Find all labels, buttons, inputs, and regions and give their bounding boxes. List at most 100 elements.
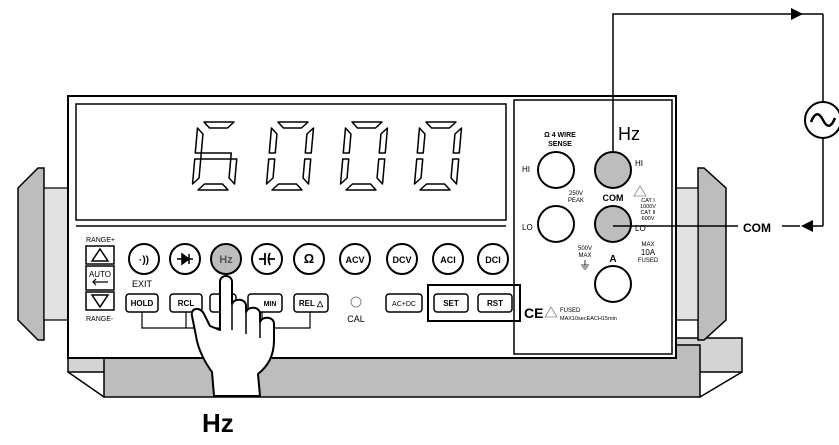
cat-ii-label: CAT II bbox=[640, 210, 656, 216]
sense-hi-terminal[interactable] bbox=[537, 151, 575, 189]
arrow-left-icon bbox=[92, 278, 108, 286]
fused-label: FUSED bbox=[560, 308, 581, 314]
segment-f bbox=[342, 127, 352, 154]
segment-a bbox=[203, 121, 235, 129]
acv-key-face[interactable] bbox=[339, 243, 371, 275]
segment-d bbox=[419, 183, 451, 191]
rst-button[interactable] bbox=[477, 293, 513, 313]
hold-label: HOLD bbox=[131, 299, 154, 308]
ohm-key[interactable]: Ω bbox=[293, 243, 325, 275]
cal-button[interactable] bbox=[350, 296, 362, 308]
rst-label: RST bbox=[487, 299, 503, 308]
cal-label: CAL bbox=[347, 314, 365, 324]
segment-b bbox=[304, 127, 315, 154]
min-label: MIN bbox=[264, 301, 277, 308]
hi-left-label: HI bbox=[522, 165, 530, 174]
arrow-right-icon bbox=[791, 8, 803, 20]
hi-input-terminal[interactable] bbox=[594, 151, 632, 189]
hi-right-label: HI bbox=[635, 159, 643, 168]
rcl-button[interactable] bbox=[169, 293, 203, 313]
amp-input-terminal[interactable] bbox=[594, 265, 632, 303]
terminal-panel-contents: Ω 4 WIRE SENSE Hz HI HI 250V PEAK COM CA… bbox=[522, 124, 659, 322]
segment-c bbox=[376, 158, 386, 185]
hand-icon bbox=[190, 275, 275, 397]
segment-a bbox=[425, 121, 457, 129]
capacitance-key[interactable] bbox=[251, 243, 283, 275]
hz-key[interactable]: Hz bbox=[210, 243, 242, 275]
peak-label: PEAK bbox=[568, 198, 584, 204]
segment-f bbox=[194, 127, 204, 154]
acv-key[interactable]: ACV bbox=[339, 243, 371, 275]
com-terminal-label: COM bbox=[603, 193, 624, 203]
fused-duty-label: MAX10secEACH15min bbox=[560, 316, 617, 322]
aci-key[interactable]: ACI bbox=[432, 243, 464, 275]
auto-range-button[interactable] bbox=[85, 265, 115, 291]
dci-key-face[interactable] bbox=[477, 243, 509, 275]
hz-terminal-label: Hz bbox=[618, 124, 640, 144]
segment-e bbox=[339, 158, 350, 185]
set-label: SET bbox=[443, 299, 459, 308]
ohm-key-face[interactable] bbox=[293, 243, 325, 275]
external-wiring: COM bbox=[612, 8, 839, 235]
acdc-label: AC+DC bbox=[392, 301, 416, 308]
dcv-key-label: DCV bbox=[392, 255, 411, 265]
hz-key-face[interactable] bbox=[210, 243, 242, 275]
cat-600v-label: 600V bbox=[642, 216, 655, 222]
segment-e bbox=[413, 158, 424, 185]
function-key-row: ·)) Hz Ω ACV DCV ACI DCI bbox=[128, 243, 509, 275]
sine-wave-icon bbox=[809, 113, 837, 127]
hi-lead-wire bbox=[612, 13, 803, 152]
capacitance-key-face[interactable] bbox=[251, 243, 283, 275]
segment-d bbox=[271, 183, 303, 191]
cat-1000v-label: 1000V bbox=[640, 204, 656, 210]
hz-key-label: Hz bbox=[219, 254, 233, 266]
set-button[interactable] bbox=[433, 293, 469, 313]
segment-a bbox=[277, 121, 309, 129]
com-input-terminal[interactable] bbox=[594, 205, 632, 243]
capacitor-icon bbox=[259, 252, 275, 266]
aci-key-label: ACI bbox=[440, 255, 456, 265]
range-plus-label: RANGE+ bbox=[86, 237, 115, 244]
rel-label: REL △ bbox=[299, 299, 324, 308]
lo-left-label: LO bbox=[522, 223, 533, 232]
acv-key-label: ACV bbox=[345, 255, 364, 265]
exit-label: EXIT bbox=[132, 279, 153, 289]
rel-button[interactable] bbox=[293, 293, 329, 313]
segment-f bbox=[416, 127, 426, 154]
dci-key[interactable]: DCI bbox=[477, 243, 509, 275]
fuse-warning-icon bbox=[544, 306, 558, 318]
segment-c bbox=[450, 158, 460, 185]
segment-c bbox=[228, 158, 238, 185]
continuity-key-face[interactable] bbox=[128, 243, 160, 275]
display-digit bbox=[265, 121, 315, 191]
segment-c bbox=[302, 158, 312, 185]
dci-key-label: DCI bbox=[485, 255, 501, 265]
lo-right-label: LO bbox=[635, 224, 646, 233]
segment-a bbox=[351, 121, 383, 129]
hold-button[interactable] bbox=[125, 293, 159, 313]
a-10a-label: 10A bbox=[641, 248, 656, 257]
diode-key[interactable] bbox=[169, 243, 201, 275]
ground-icon bbox=[581, 260, 589, 270]
four-wire-title: Ω 4 WIRE bbox=[544, 132, 576, 139]
segment-b bbox=[452, 127, 463, 154]
acdc-button[interactable] bbox=[385, 293, 423, 313]
dcv-key-face[interactable] bbox=[386, 243, 418, 275]
sense-title: SENSE bbox=[548, 141, 572, 148]
sense-lo-terminal[interactable] bbox=[537, 205, 575, 243]
dcv-key[interactable]: DCV bbox=[386, 243, 418, 275]
segment-g bbox=[199, 152, 233, 160]
seven-segment-display bbox=[191, 121, 463, 191]
aci-key-face[interactable] bbox=[432, 243, 464, 275]
range-panel: RANGE+ AUTO RANGE- bbox=[85, 237, 115, 323]
max-label: MAX bbox=[578, 253, 591, 259]
continuity-key[interactable]: ·)) bbox=[128, 243, 160, 275]
display-digit bbox=[339, 121, 389, 191]
continuity-icon: ·)) bbox=[139, 255, 149, 266]
ce-mark: CE bbox=[524, 305, 543, 321]
triangle-down-icon bbox=[90, 294, 110, 309]
triangle-up-icon bbox=[90, 247, 110, 262]
right-handle bbox=[671, 167, 727, 341]
